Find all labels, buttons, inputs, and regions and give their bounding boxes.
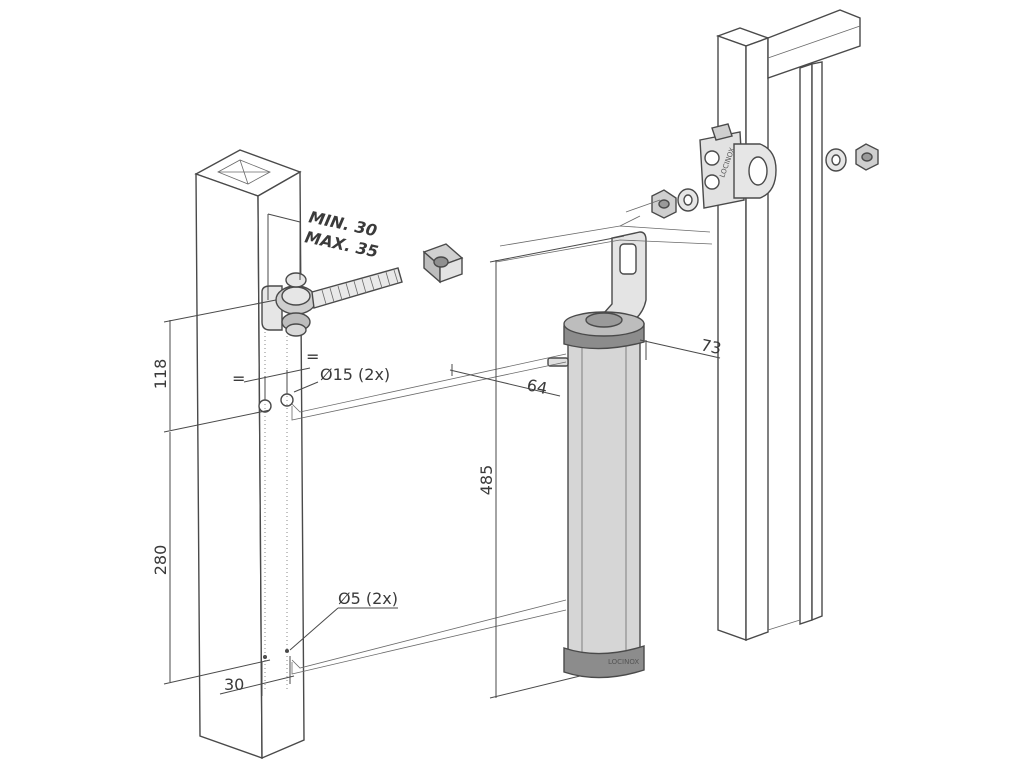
gate-closer: LOCINOX	[547, 231, 647, 679]
left-post	[194, 149, 305, 760]
closer-width-label: 73	[699, 335, 723, 358]
small-hole-label: Ø5 (2x)	[338, 589, 398, 608]
large-hole-label: Ø15 (2x)	[320, 365, 390, 384]
gate-bracket: LOCINOX	[699, 123, 777, 209]
equal-mark-right: =	[306, 347, 319, 366]
small-hole-2	[285, 649, 289, 653]
height-lower-label: 280	[151, 545, 170, 576]
closer-length-label: 485	[477, 465, 496, 496]
square-nut	[422, 243, 464, 284]
height-upper-label: 118	[151, 359, 170, 390]
equal-mark-left: =	[232, 369, 245, 388]
closer-brand-label: LOCINOX	[608, 658, 639, 666]
fasteners-right	[651, 143, 879, 219]
dimension-lines	[163, 199, 721, 699]
gate-frame	[715, 9, 861, 641]
post-offset-label: 30	[224, 675, 244, 694]
closer-depth-label: 64	[525, 375, 549, 398]
